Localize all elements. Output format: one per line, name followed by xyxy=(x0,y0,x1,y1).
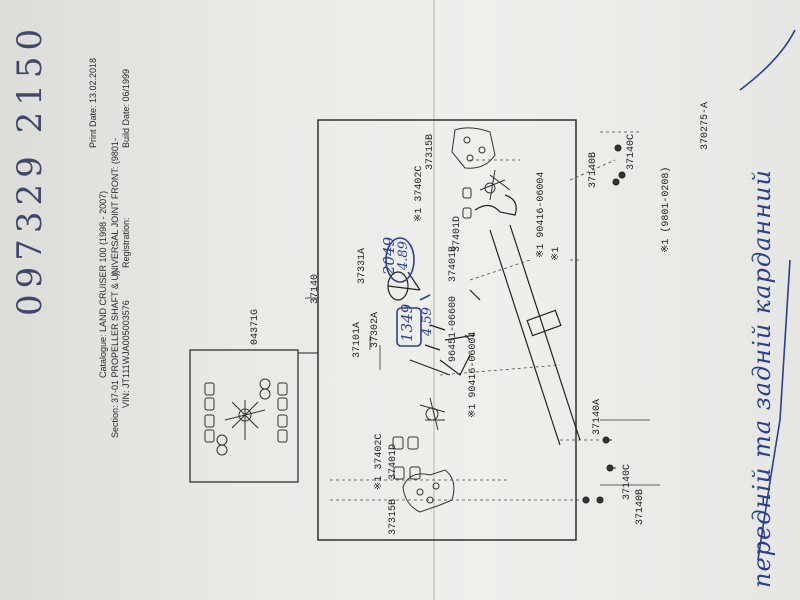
bolt-parts xyxy=(582,144,626,504)
label-37402C-left: ※1 37402C xyxy=(374,433,385,490)
page-fold xyxy=(433,0,435,600)
propeller-shaft xyxy=(387,194,581,446)
label-37101A: 37101A xyxy=(352,321,363,358)
label-37140B-left: 37140B xyxy=(635,488,646,525)
label-37140: 37140 xyxy=(310,273,321,304)
left-flange-parts xyxy=(392,397,455,513)
diagram-reference: 370275-A xyxy=(700,101,711,150)
label-37302A: 37302A xyxy=(370,311,381,348)
note-range: ※1 (9801-0208) xyxy=(661,166,672,253)
label-37315B-left: 37315B xyxy=(388,498,399,535)
leader-lines xyxy=(330,131,640,501)
handwritten-margin-note: передній та задній карданний xyxy=(748,169,776,588)
label-90416-left: ※1 90416-06004 xyxy=(468,331,479,418)
label-37315B-right: 37315B xyxy=(425,133,436,170)
label-37140C-right: 37140C xyxy=(626,133,637,170)
kit-inset-box xyxy=(189,349,299,483)
label-90416-right: ※1 90416-06004 xyxy=(536,171,547,258)
solid-leaders xyxy=(305,297,660,486)
label-37140A: 37140A xyxy=(592,398,603,435)
note-range-marker: ※1 xyxy=(551,246,562,261)
label-37402C-right: ※1 37402C xyxy=(414,165,425,222)
handwritten-value-2: 4.59 xyxy=(420,307,435,336)
handwritten-value-1: 1349 xyxy=(398,303,416,342)
label-37140C-left: 37140C xyxy=(622,463,633,500)
label-37401D-right: 37401D xyxy=(452,215,463,252)
label-37331A: 37331A xyxy=(357,247,368,284)
label-96451: 96451-06600 xyxy=(448,295,459,362)
handwritten-marks xyxy=(385,29,796,561)
kit-parts xyxy=(204,378,288,456)
label-04371G: 04371G xyxy=(250,308,261,345)
diagram-frame xyxy=(317,119,577,541)
right-flange-parts xyxy=(451,127,511,219)
handwritten-value-4: 4.89 xyxy=(396,241,411,270)
label-37401D-left: 37401D xyxy=(388,443,399,480)
label-37140B-right: 37140B xyxy=(588,151,599,188)
